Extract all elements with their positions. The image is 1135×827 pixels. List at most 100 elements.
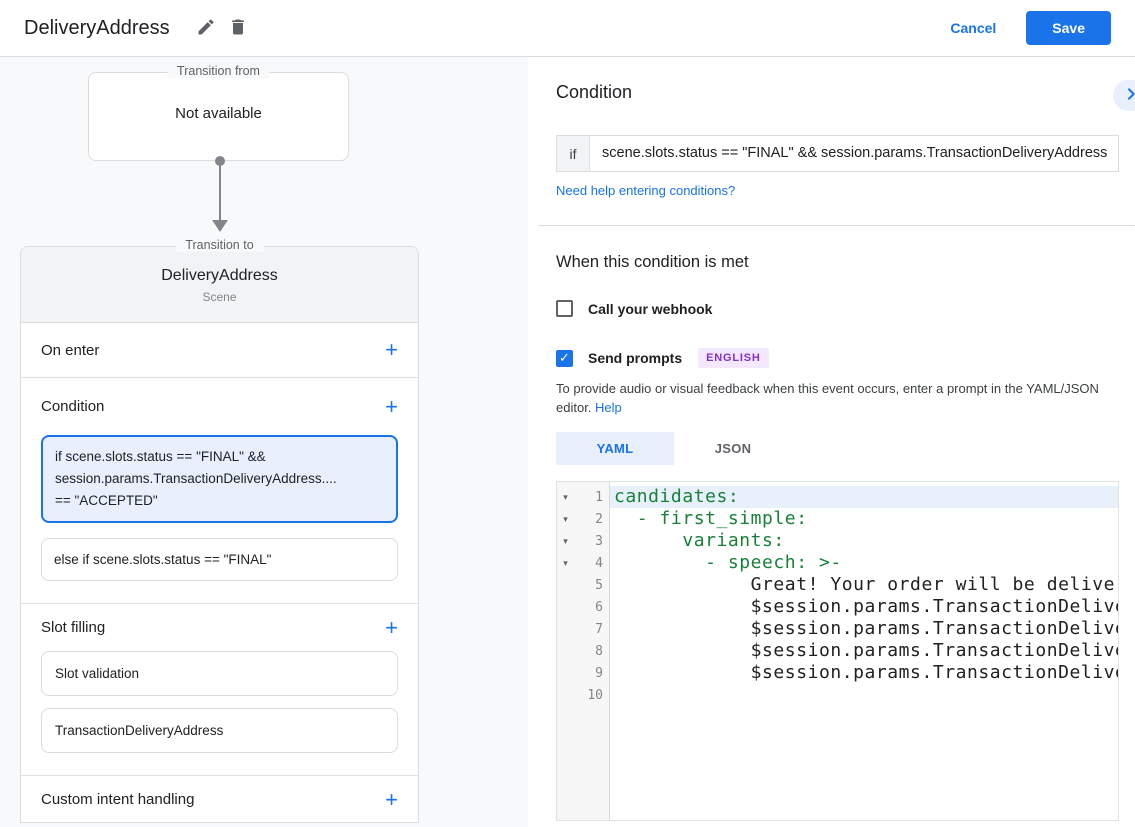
yaml-editor[interactable]: ▾1 ▾2 ▾3 ▾4 5 6 7 8 9 10 candidates: - f… <box>556 481 1119 821</box>
transition-from-value: Not available <box>175 105 262 122</box>
editor-tabs: YAML JSON <box>556 432 792 465</box>
scene-type: Scene <box>202 290 237 304</box>
webhook-label: Call your webhook <box>588 300 713 317</box>
send-prompts-checkbox[interactable]: ✓ <box>556 349 573 367</box>
gutter-line: ▾3 <box>557 530 609 552</box>
condition-card-else[interactable]: else if scene.slots.status == "FINAL" <box>41 538 398 581</box>
slot-validation-card[interactable]: Slot validation <box>41 651 398 696</box>
code-line: Great! Your order will be delivered to <box>750 574 1118 595</box>
code-line: - speech: >- <box>614 552 842 573</box>
code-area[interactable]: candidates: - first_simple: variants: - … <box>610 482 1118 820</box>
fold-arrow-icon[interactable]: ▾ <box>563 535 568 546</box>
condition-text-line: session.params.TransactionDeliveryAddres… <box>55 471 337 486</box>
line-number: 4 <box>595 555 603 571</box>
when-met-title: When this condition is met <box>556 253 749 271</box>
editor-gutter: ▾1 ▾2 ▾3 ▾4 5 6 7 8 9 10 <box>557 482 610 820</box>
gutter-line: 10 <box>557 684 609 706</box>
line-number: 9 <box>595 665 603 681</box>
condition-section-label: Condition <box>41 398 105 415</box>
condition-section-header: Condition + <box>21 378 418 435</box>
code-line: $session.params.TransactionDeliveryAddre… <box>750 618 1118 639</box>
prompt-description: To provide audio or visual feedback when… <box>556 379 1128 417</box>
line-number: 6 <box>595 599 603 615</box>
condition-text-line: == "ACCEPTED" <box>55 493 158 508</box>
line-number: 8 <box>595 643 603 659</box>
slot-filling-header: Slot filling + <box>21 604 418 651</box>
add-custom-intent-icon[interactable]: + <box>385 786 398 812</box>
custom-intent-row: Custom intent handling + <box>21 776 418 823</box>
scene-name: DeliveryAddress <box>161 267 278 284</box>
send-prompts-row: ✓ Send prompts ENGLISH <box>556 348 769 368</box>
cancel-button[interactable]: Cancel <box>950 20 997 36</box>
line-number: 1 <box>595 489 603 505</box>
code-line: $session.params.TransactionDeliveryAddre… <box>750 596 1118 617</box>
help-link[interactable]: Help <box>595 400 622 415</box>
fold-arrow-icon[interactable]: ▾ <box>563 491 568 502</box>
if-prefix: if <box>556 135 589 172</box>
code-line <box>610 684 1118 706</box>
transition-from-label: Transition from <box>167 64 270 78</box>
scene-card: Transition to DeliveryAddress Scene On e… <box>20 238 419 823</box>
trash-icon <box>228 17 248 40</box>
collapse-panel-button[interactable] <box>1113 80 1135 111</box>
slot-item-card[interactable]: TransactionDeliveryAddress <box>41 708 398 753</box>
scene-card-header: DeliveryAddress Scene <box>21 247 418 323</box>
tab-json[interactable]: JSON <box>674 432 792 465</box>
line-number: 10 <box>587 687 603 703</box>
connector-arrowhead-icon <box>212 220 228 232</box>
line-number: 5 <box>595 577 603 593</box>
language-badge: ENGLISH <box>698 348 769 368</box>
code-line: - first_simple: <box>614 508 808 529</box>
webhook-row: Call your webhook <box>556 300 712 317</box>
gutter-line: 5 <box>557 574 609 596</box>
gutter-line: 7 <box>557 618 609 640</box>
gutter-line: ▾1 <box>557 486 609 508</box>
line-number: 3 <box>595 533 603 549</box>
save-button[interactable]: Save <box>1026 11 1111 45</box>
code-line: $session.params.TransactionDeliveryAddre… <box>750 640 1118 661</box>
prompt-description-text: To provide audio or visual feedback when… <box>556 381 1099 415</box>
fold-arrow-icon[interactable]: ▾ <box>563 557 568 568</box>
on-enter-label: On enter <box>41 341 100 359</box>
on-enter-row[interactable]: On enter + <box>21 323 418 378</box>
add-slot-icon[interactable]: + <box>385 614 398 640</box>
fold-arrow-icon[interactable]: ▾ <box>563 513 568 524</box>
edit-button[interactable] <box>190 11 222 46</box>
condition-help-link[interactable]: Need help entering conditions? <box>556 183 736 198</box>
add-condition-icon[interactable]: + <box>385 393 398 419</box>
delete-button[interactable] <box>222 11 254 46</box>
gutter-line: 8 <box>557 640 609 662</box>
code-line: candidates: <box>610 486 1118 508</box>
scene-flow-pane: Transition from Not available Transition… <box>0 57 528 827</box>
slot-filling-label: Slot filling <box>41 619 106 636</box>
tab-yaml[interactable]: YAML <box>556 432 674 465</box>
slot-filling-section: Slot filling + Slot validation Transacti… <box>21 604 418 776</box>
condition-expression-row: if scene.slots.status == "FINAL" && sess… <box>556 135 1119 172</box>
chevron-right-icon <box>1123 86 1135 105</box>
condition-card-selected[interactable]: if scene.slots.status == "FINAL" && sess… <box>41 435 398 523</box>
page-title: DeliveryAddress <box>24 16 170 39</box>
condition-expression-input[interactable]: scene.slots.status == "FINAL" && session… <box>589 135 1119 172</box>
panel-divider <box>538 225 1135 226</box>
gutter-line: 9 <box>557 662 609 684</box>
transition-from-box: Transition from Not available <box>88 64 349 161</box>
code-line: $session.params.TransactionDeliveryAddre… <box>750 662 1118 683</box>
condition-detail-pane: Condition if scene.slots.status == "FINA… <box>528 57 1135 827</box>
code-line: variants: <box>614 530 785 551</box>
gutter-line: 6 <box>557 596 609 618</box>
checkmark-icon: ✓ <box>559 350 570 365</box>
webhook-checkbox[interactable] <box>556 300 573 317</box>
line-number: 2 <box>595 511 603 527</box>
condition-section: Condition + if scene.slots.status == "FI… <box>21 378 418 604</box>
gutter-line: ▾4 <box>557 552 609 574</box>
transition-to-label: Transition to <box>175 238 264 252</box>
add-on-enter-icon[interactable]: + <box>385 337 398 362</box>
connector-line <box>219 161 221 221</box>
custom-intent-label: Custom intent handling <box>41 791 195 808</box>
line-number: 7 <box>595 621 603 637</box>
header: DeliveryAddress Cancel Save <box>0 0 1135 57</box>
condition-text-line: if scene.slots.status == "FINAL" && <box>55 449 266 464</box>
gutter-line: ▾2 <box>557 508 609 530</box>
send-prompts-label: Send prompts <box>588 350 683 366</box>
pencil-icon <box>196 17 216 40</box>
